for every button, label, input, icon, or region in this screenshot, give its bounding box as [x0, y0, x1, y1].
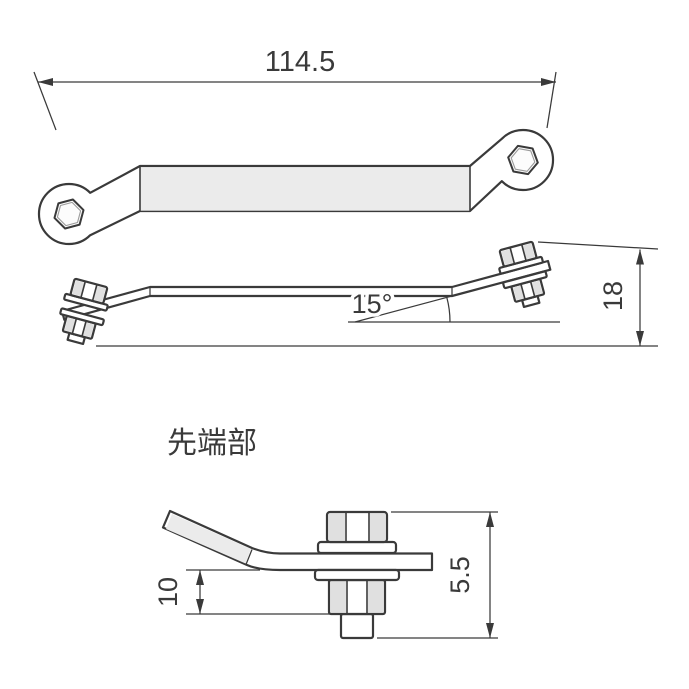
nut-facet: [531, 280, 543, 296]
bend-angle-dimension: 15°: [348, 286, 560, 323]
nut-facet: [330, 581, 346, 613]
tip-height-label: 5.5: [445, 556, 475, 594]
bolt-head-facet-line: [80, 281, 87, 299]
nut-facet: [82, 322, 94, 338]
tip-clearance-dimension: 10: [150, 569, 330, 615]
angle-incline-line: [354, 290, 471, 323]
bolt-head-facet: [93, 286, 106, 302]
bolt-head-facet: [328, 513, 345, 541]
bolt-assembly-detail: [313, 510, 401, 640]
tip-height-dimension: 5.5: [377, 511, 498, 639]
shaft-band: [140, 167, 470, 211]
bend-angle-label: 15°: [352, 289, 393, 319]
bolt-assembly-left: [59, 277, 109, 346]
washer: [313, 568, 401, 582]
nut-facet-line: [520, 283, 526, 300]
washer: [59, 307, 105, 327]
nut-facet-line: [71, 318, 78, 335]
tip-detail-view: [161, 509, 434, 640]
bolt-assembly-right: [498, 240, 548, 309]
bolt-head-facet-line: [520, 244, 527, 262]
bolt-head-facet: [72, 280, 85, 297]
nut-facet: [368, 581, 384, 613]
side-plate: [60, 259, 552, 321]
bolt-head-facet: [522, 243, 535, 260]
bend-line: [245, 549, 253, 565]
bolt-head-facet-line: [509, 247, 516, 265]
overall-length-dimension: 114.5: [33, 43, 557, 131]
nut-facet-line: [81, 320, 87, 337]
nut-facet: [64, 317, 76, 333]
angle-arc: [446, 297, 451, 323]
end-height-label: 18: [598, 281, 628, 311]
overall-length-label: 114.5: [265, 46, 335, 78]
hex-hole-left-chamfer: [56, 201, 82, 227]
tip-clearance-label: 10: [153, 577, 183, 607]
end-height-dimension: 18: [96, 241, 659, 347]
hex-hole-right-chamfer: [510, 148, 536, 172]
extension-line: [546, 71, 557, 129]
tip-plate-band: [166, 514, 251, 564]
section-title: 先端部: [167, 427, 257, 460]
wrench-side-view: [59, 240, 552, 346]
bolt-head-facet: [501, 249, 514, 265]
bolt-head-facet-line: [91, 284, 98, 302]
nut-facet: [513, 285, 525, 301]
bolt-shaft-stub: [339, 612, 375, 640]
washer: [502, 270, 548, 290]
wrench-top-view: [37, 128, 555, 246]
bolt-head-facet: [370, 513, 386, 541]
extension-line: [33, 71, 57, 131]
washer: [316, 540, 398, 555]
nut-facet-line: [529, 281, 536, 298]
extension-line: [537, 241, 659, 250]
